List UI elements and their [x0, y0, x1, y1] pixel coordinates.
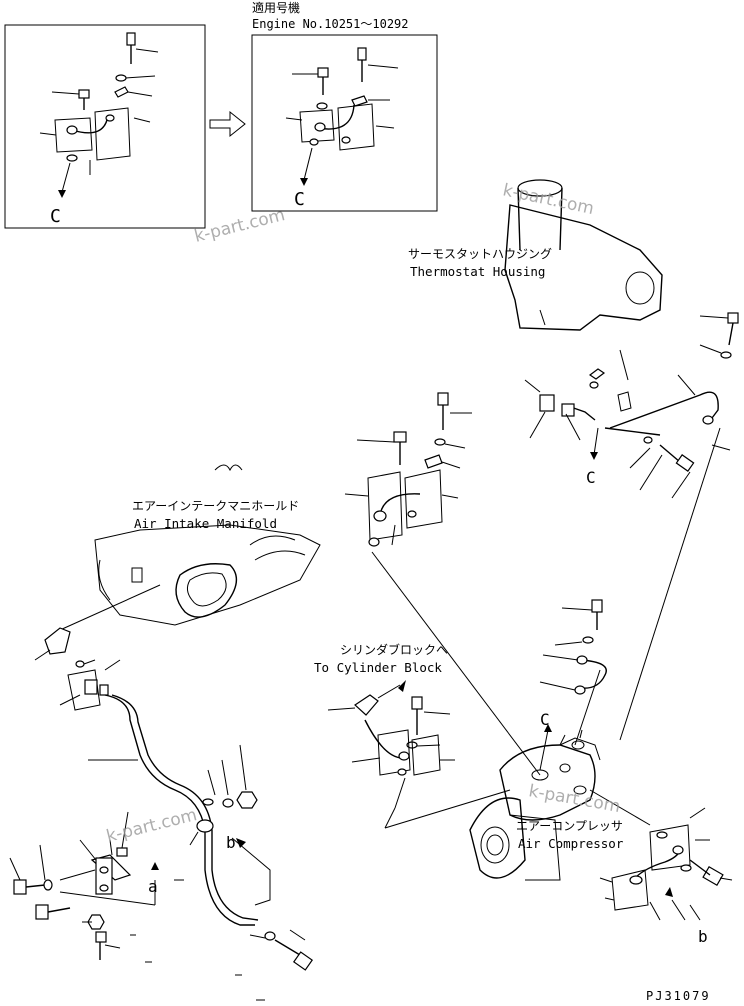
- connection-lines: [371, 427, 721, 829]
- pipe-assembly-cylinder-block: シリンダブロックへ To Cylinder Block: [314, 642, 455, 809]
- applicable-engine-range: Engine No.10251～10292: [252, 17, 409, 31]
- thermostat-housing-label-jp: サーモスタットハウジング: [408, 247, 552, 261]
- reference-c-applicable: C: [294, 189, 305, 210]
- air-intake-manifold-label-en: Air Intake Manifold: [134, 516, 277, 531]
- drawing-number: PJ31079: [646, 989, 711, 1003]
- watermark-4: k-part.com: [104, 805, 199, 847]
- watermark-2: k-part.com: [192, 205, 287, 247]
- air-intake-manifold: エアーインテークマニホールド Air Intake Manifold: [59, 464, 321, 631]
- to-cylinder-block-label-jp: シリンダブロックへ: [340, 642, 448, 657]
- thermostat-housing: サーモスタットハウジング Thermostat Housing: [408, 179, 663, 331]
- air-compressor: C エアーコンプレッサ Air Compressor: [469, 710, 651, 881]
- detail-box-applicable: 適用号機 Engine No.10251～10292 C: [251, 0, 438, 212]
- air-intake-manifold-label-jp: エアーインテークマニホールド: [132, 499, 299, 513]
- pipe-assembly-left: b a: [9, 627, 314, 1001]
- reference-c: C: [50, 206, 61, 227]
- applicable-title-jp: 適用号機: [252, 0, 300, 15]
- thermostat-housing-label-en: Thermostat Housing: [410, 264, 545, 279]
- reference-b-right: b: [698, 927, 708, 946]
- air-compressor-label-jp: エアーコンプレッサ: [516, 819, 623, 833]
- to-cylinder-block-label-en: To Cylinder Block: [314, 660, 442, 675]
- reference-c-compressor: C: [540, 710, 550, 729]
- detail-box-original: C: [4, 24, 206, 229]
- reference-a: a: [148, 877, 158, 896]
- reference-b-left: b: [226, 833, 236, 852]
- reference-c-thermostat: C: [586, 468, 596, 487]
- pipe-assembly-bottom-right: b: [599, 807, 733, 946]
- pipe-assembly-thermostat: C: [524, 312, 739, 499]
- watermark-3: k-part.com: [527, 781, 622, 817]
- transition-arrow: [209, 110, 246, 138]
- air-compressor-label-en: Air Compressor: [518, 836, 624, 851]
- bracket-assembly-middle: [344, 392, 472, 547]
- pipe-assembly-compressor-top: [539, 599, 607, 695]
